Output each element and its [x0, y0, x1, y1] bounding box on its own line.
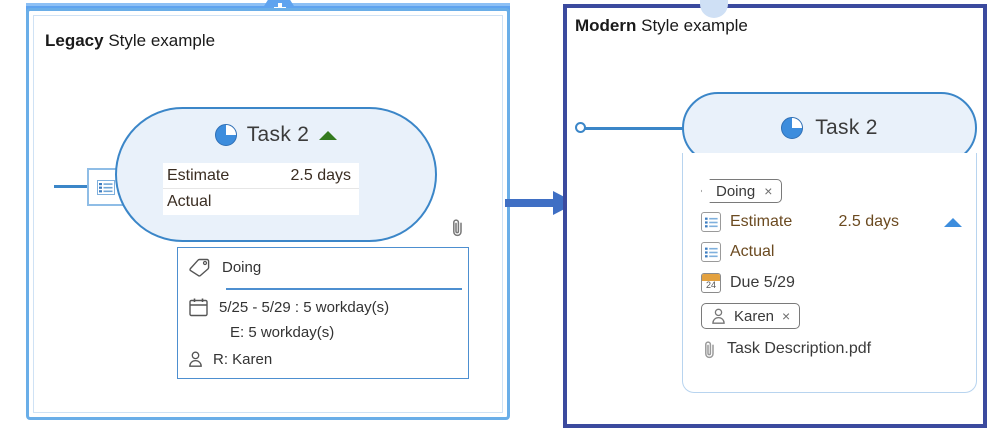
legacy-field-actual[interactable]: Actual	[163, 189, 359, 215]
legacy-popup-tag-label: Doing	[222, 258, 262, 276]
calendar-band	[702, 274, 720, 281]
list-icon	[701, 242, 721, 262]
modern-row-tag[interactable]: Doing ×	[683, 175, 976, 207]
legacy-panel-inner-border	[33, 15, 503, 413]
legacy-popup-estimate-row: E: 5 workday(s)	[178, 320, 468, 344]
triangle-up-blue-icon	[944, 217, 962, 227]
tag-icon	[189, 258, 210, 277]
modern-row-actual[interactable]: Actual	[683, 237, 976, 267]
legacy-field-estimate-value: 2.5 days	[290, 166, 351, 184]
modern-due-label: Due 5/29	[730, 274, 795, 291]
calendar-24-icon: 24	[701, 273, 721, 293]
modern-row-due[interactable]: 24 Due 5/29	[683, 267, 976, 299]
modern-attachment-label: Task Description.pdf	[727, 340, 872, 357]
legacy-field-estimate-key: Estimate	[167, 166, 230, 184]
modern-estimate-label: Estimate	[730, 213, 793, 230]
legacy-popup-date-row: 5/25 - 5/29 : 5 workday(s)	[178, 294, 468, 320]
list-icon-glyph	[704, 247, 718, 257]
legacy-panel-title: Legacy Style example	[45, 31, 215, 51]
legacy-popup-resource-row: R: Karen	[178, 344, 468, 374]
triangle-up-green-icon	[319, 130, 338, 140]
modern-panel-top-blob	[700, 0, 728, 18]
legacy-connector-line	[54, 185, 90, 188]
modern-row-attachment[interactable]: Task Description.pdf	[683, 333, 976, 365]
person-icon	[189, 351, 202, 367]
modern-actual-label: Actual	[730, 243, 775, 260]
list-icon	[97, 179, 115, 195]
modern-row-estimate[interactable]: Estimate 2.5 days	[683, 207, 976, 237]
legacy-panel: Legacy Style example Task 2 Es	[26, 8, 510, 420]
calendar-day-number: 24	[705, 280, 716, 290]
legacy-popup-resource-text: R: Karen	[213, 350, 273, 368]
arrow-right-icon	[505, 191, 576, 215]
legacy-popup-divider	[226, 288, 462, 290]
legacy-popup-date-text: 5/25 - 5/29 : 5 workday(s)	[219, 298, 390, 316]
legacy-task-header: Task 2	[117, 123, 435, 147]
modern-task-label: Task 2	[815, 116, 878, 139]
modern-connector-line	[582, 127, 684, 130]
modern-task-body: Doing × Estimate 2.5 days	[682, 153, 977, 393]
modern-title-rest: Style example	[636, 16, 748, 35]
list-icon-glyph	[704, 217, 718, 227]
pie-progress-icon	[781, 117, 804, 139]
paperclip-icon	[453, 219, 462, 237]
tag-chip-doing[interactable]: Doing ×	[701, 179, 783, 203]
close-icon[interactable]: ×	[764, 183, 773, 199]
close-icon[interactable]: ×	[782, 308, 791, 324]
modern-panel: Modern Style example Task 2 Doing ×	[563, 0, 987, 428]
legacy-task-node[interactable]: Task 2 Estimate 2.5 days Actual	[115, 107, 437, 242]
modern-panel-title: Modern Style example	[575, 16, 748, 36]
legacy-title-rest: Style example	[103, 31, 216, 50]
legacy-detail-popup: Doing 5/25 - 5/29 : 5 workday(s) E: 5 wo…	[177, 247, 469, 379]
modern-row-person[interactable]: Karen ×	[683, 299, 976, 333]
modern-title-bold: Modern	[575, 16, 637, 35]
person-chip-label: Karen	[734, 307, 775, 325]
calendar-icon	[189, 298, 208, 316]
legacy-task-label: Task 2	[246, 123, 310, 146]
legacy-field-estimate[interactable]: Estimate 2.5 days	[163, 163, 359, 189]
legacy-title-bold: Legacy	[45, 31, 104, 50]
legacy-popup-estimate-text: E: 5 workday(s)	[230, 323, 335, 341]
modern-connector-dot[interactable]	[575, 122, 586, 133]
legacy-attachment-indicator[interactable]	[449, 218, 466, 242]
person-chip-karen[interactable]: Karen ×	[701, 303, 801, 329]
legacy-popup-tag-row[interactable]: Doing	[178, 248, 468, 286]
pie-progress-icon	[214, 124, 237, 146]
modern-estimate-value: 2.5 days	[838, 213, 899, 230]
tag-chip-label: Doing	[716, 182, 756, 200]
legacy-field-actual-key: Actual	[167, 193, 212, 210]
list-icon	[701, 212, 721, 232]
paperclip-icon	[705, 340, 714, 358]
person-icon	[712, 308, 725, 324]
